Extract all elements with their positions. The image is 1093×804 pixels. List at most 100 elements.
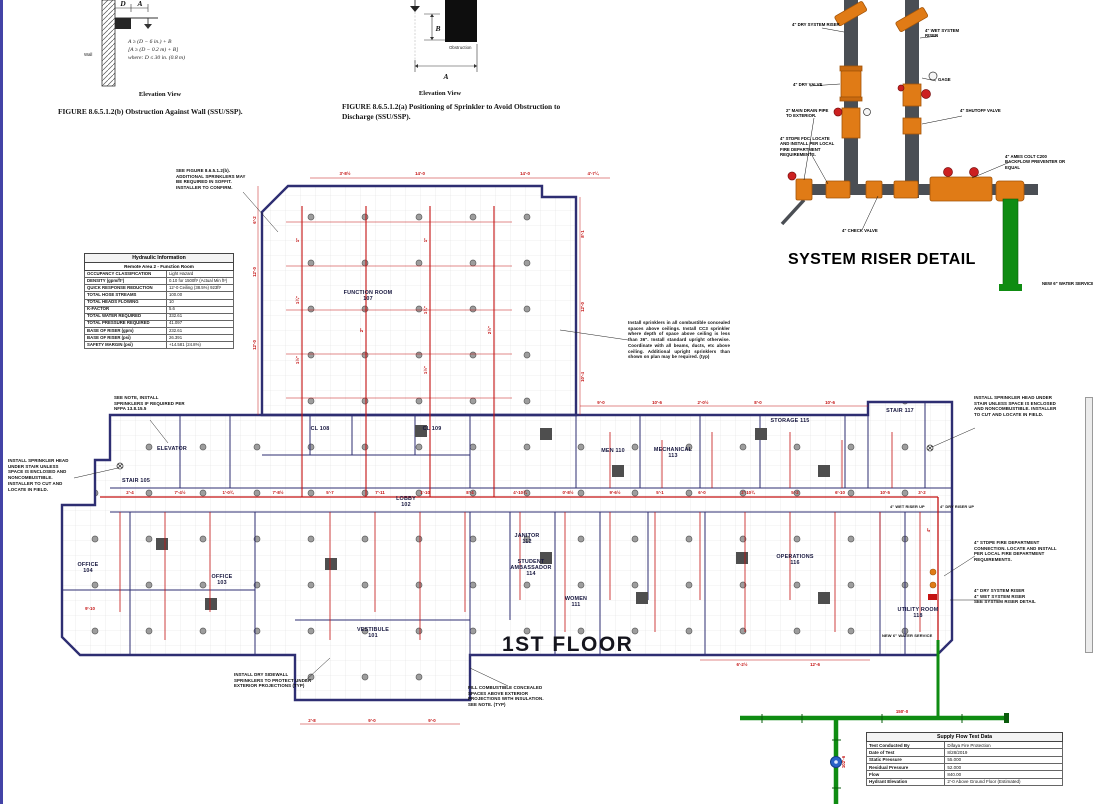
gage-label: GAGE [938, 77, 951, 82]
figure-b-formula: A ≥ (D − 6 in.) + B [A ≥ (D − 0.2 m) + B… [128, 38, 185, 62]
room-label: FUNCTION ROOM [344, 290, 393, 296]
room-label: STORAGE 115 [771, 418, 810, 424]
label-wet-riser-up: 4" WET RISER UP [890, 504, 925, 509]
row-value: +14.581 (24.8%) [165, 341, 235, 350]
riser-location-markers [928, 568, 937, 600]
dimension-label: 14'-0 [520, 171, 530, 176]
main-drain-label: 2" MAIN DRAIN PIPE TO EXTERIOR. [786, 108, 829, 119]
hydraulic-information-table: Hydraulic Information Remote Area 2 - Fu… [84, 253, 235, 350]
room-label: LOBBY [396, 496, 416, 502]
dimension-label: 2½" [487, 326, 492, 334]
dimension-label: 5'-2 [791, 490, 799, 495]
note-leader-lines [73, 191, 1000, 687]
row-value: 2'-0 Above Ground Floor (Estimated) [944, 777, 1063, 787]
dimension-label: 102'-6 [841, 755, 846, 768]
dimension-label: 8'-4 [466, 490, 474, 495]
row-label: Static Pressure [865, 755, 946, 765]
dim-a-label: A [136, 0, 142, 8]
system-riser-drawing [780, 0, 1038, 291]
room-label: OFFICE [78, 562, 99, 568]
dimension-label: 2" [359, 328, 364, 333]
dimension-label: 12'-0 [580, 302, 585, 312]
dimension-label: 6'-2½ [736, 662, 747, 667]
dimension-label: 12'-6 [810, 662, 820, 667]
row-value: 55.000 [944, 755, 1063, 765]
dimension-label: 7'-11 [375, 490, 385, 495]
figure-a-view-label: Elevation View [418, 90, 462, 97]
room-label: ELEVATOR [157, 446, 187, 452]
room-label: OPERATIONS [776, 554, 813, 560]
room-label: MEN 110 [601, 448, 625, 454]
room-label: WOMEN [565, 596, 587, 602]
note-concealed-spaces: Install sprinklers in all combustible co… [628, 320, 730, 360]
dimension-label: 6'-10 [835, 490, 845, 495]
dimension-label: 2'-4 [126, 490, 134, 495]
figure-a-caption: FIGURE 8.6.5.1.2(a) Positioning of Sprin… [342, 102, 561, 121]
sprinkler-icon [410, 6, 420, 12]
room-number: 116 [790, 560, 799, 566]
dimension-label: 9'-0 [428, 718, 436, 723]
wet-riser-label: 4" WET SYSTEM RISER [925, 28, 960, 39]
check-valve-label: 4" CHECK VALVE [842, 228, 878, 233]
dimension-label: 2'-8 [308, 718, 316, 723]
floor-plan-title: 1ST FLOOR [502, 633, 634, 656]
dimension-label: 0'-8½ [562, 490, 573, 495]
row-label: Test Conducted By [865, 740, 946, 750]
note-dry-sidewall: INSTALL DRY SIDEWALL SPRINKLERS TO PROTE… [234, 672, 312, 689]
dimension-label: 6'-0 [698, 490, 706, 495]
formula-line: [A ≥ (D − 0.2 m) + B] [128, 47, 179, 54]
dim-b-label: B [434, 24, 440, 33]
window-edge [0, 0, 3, 804]
dimension-label: 5'-7 [326, 490, 334, 495]
row-value: 8/28/2019 [944, 748, 1063, 757]
dimension-label: 1¼" [295, 296, 300, 304]
row-label: Hydrant Elevation [865, 777, 946, 787]
label-leaders [803, 27, 1011, 231]
riser-fittings [795, 1, 1025, 202]
note-soffit: SEE FIGURE 8.6.5.1.2(b). ADDITIONAL SPRI… [176, 168, 246, 191]
dimension-label: 12'-0 [252, 267, 257, 277]
service-pipe-green [999, 198, 1022, 291]
label-dry-riser-up: 4" DRY RISER UP [940, 504, 975, 509]
dimension-label: 1'-10 [420, 490, 430, 495]
label-new-water-service: NEW 6" WATER SERVICE [882, 633, 933, 638]
room-number: 112 [522, 539, 531, 545]
dimension-label: 2'-0½ [697, 400, 708, 405]
dimension-label: 1" [295, 238, 300, 243]
room-number: 104 [83, 568, 93, 574]
obstruction-label: Obstruction [449, 45, 472, 50]
dimension-label: 9'-0 [597, 400, 605, 405]
table-title: Supply Flow Test Data [866, 732, 1063, 742]
dimension-label: 5'-1 [656, 490, 664, 495]
dimension-label: 10'-5 [880, 490, 890, 495]
figure-b-view-label: Elevation View [138, 91, 182, 98]
dimension-label: 10'-6 [652, 400, 662, 405]
formula-line: A ≥ (D − 6 in.) + B [128, 39, 172, 45]
note-nfpa: SEE NOTE, INSTALL SPRINKLERS IF REQUIRED… [114, 395, 185, 412]
table-row: SAFETY MARGIN (psi)+14.581 (24.8%) [84, 341, 235, 350]
room-label: CL 109 [423, 426, 442, 432]
row-label: Flow [865, 770, 946, 779]
dimension-label: 4'-7¼ [587, 171, 598, 176]
backflow-label: 4" AMES COLT C200 BACKFLOW PREVENTER OR … [1005, 154, 1066, 170]
exterior-walls [60, 184, 954, 702]
new-water-service-label: NEW 6" WATER SERVICE [1042, 281, 1093, 286]
row-value: Difaya Fire Protection [944, 740, 1063, 750]
room-label: CL 108 [311, 426, 330, 432]
sprinkler-piping [100, 177, 939, 725]
room-label: AMBASSADOR [510, 565, 551, 571]
note-fire-department-connection: 4" STDPE FIRE DEPARTMENT CONNECTION. LOC… [974, 540, 1057, 563]
interior-partitions [62, 402, 952, 655]
dry-riser-label: 4" DRY SYSTEM RISER [792, 22, 840, 27]
room-label: STUDENT [518, 559, 545, 565]
dimension-label: 2'-10¾ [741, 490, 755, 495]
valve-handles [787, 84, 979, 181]
note-system-risers: 4" DRY SYSTEM RISER 4" WET SYSTEM RISER … [974, 588, 1036, 605]
